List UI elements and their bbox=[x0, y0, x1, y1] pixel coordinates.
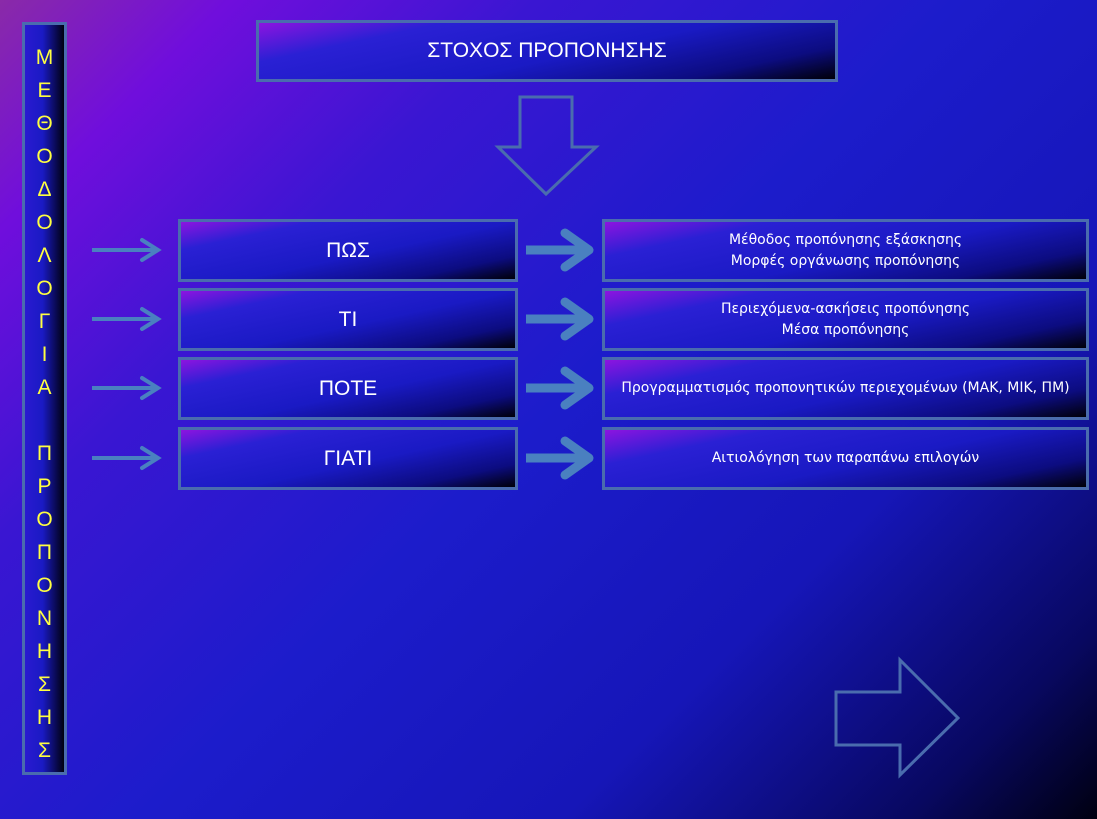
question-box-3: ΓΙΑΤΙ bbox=[178, 427, 518, 490]
side-label-letter: Π bbox=[36, 442, 53, 465]
side-label-letter: Ο bbox=[36, 508, 53, 531]
answer-box-0: Μέθοδος προπόνησης εξάσκησης Μορφές οργά… bbox=[602, 219, 1089, 282]
down-arrow-icon bbox=[494, 95, 600, 197]
side-label-letter: Ο bbox=[36, 211, 53, 234]
question-label: ΓΙΑΤΙ bbox=[323, 446, 373, 470]
side-label-letter: Ο bbox=[36, 574, 53, 597]
answer-line: Μέθοδος προπόνησης εξάσκησης bbox=[728, 231, 963, 248]
side-label-letter: Ο bbox=[36, 277, 53, 300]
side-label-letter: Ρ bbox=[37, 475, 52, 498]
training-goal-title: ΣΤΟΧΟΣ ΠΡΟΠΟΝΗΣΗΣ bbox=[256, 20, 838, 82]
answer-line: Αιτιολόγηση των παραπάνω επιλογών bbox=[711, 450, 980, 466]
small-arrow-icon bbox=[92, 238, 162, 262]
side-label-letter: Θ bbox=[36, 112, 53, 135]
question-box-2: ΠΟΤΕ bbox=[178, 357, 518, 420]
side-label-letter: Σ bbox=[38, 673, 51, 696]
side-label-letter: Ν bbox=[36, 607, 53, 630]
side-label-letter: Δ bbox=[37, 178, 52, 201]
question-label: ΠΩΣ bbox=[326, 238, 370, 262]
answer-line: Περιεχόμενα-ασκήσεις προπόνησης bbox=[720, 300, 971, 317]
answer-box-1: Περιεχόμενα-ασκήσεις προπόνησης Μέσα προ… bbox=[602, 288, 1089, 351]
side-label-letter: Σ bbox=[38, 739, 51, 762]
side-label-letter: Ε bbox=[37, 79, 52, 102]
answer-line: Μορφές οργάνωσης προπόνησης bbox=[730, 252, 961, 269]
question-label: ΤΙ bbox=[338, 307, 358, 331]
small-arrow-icon bbox=[92, 376, 162, 400]
side-label-letter: Ο bbox=[36, 145, 53, 168]
thick-arrow-icon bbox=[526, 228, 594, 272]
side-label-letter: Η bbox=[36, 706, 53, 729]
question-box-0: ΠΩΣ bbox=[178, 219, 518, 282]
thick-arrow-icon bbox=[526, 366, 594, 410]
small-arrow-icon bbox=[92, 307, 162, 331]
side-label-letter: Α bbox=[37, 376, 52, 399]
answer-line: Προγραμματισμός προπονητικών περιεχομένω… bbox=[621, 380, 1070, 396]
answer-box-2: Προγραμματισμός προπονητικών περιεχομένω… bbox=[602, 357, 1089, 420]
title-text: ΣΤΟΧΟΣ ΠΡΟΠΟΝΗΣΗΣ bbox=[427, 39, 667, 62]
side-label-letter: Μ bbox=[35, 46, 54, 69]
thick-arrow-icon bbox=[526, 436, 594, 480]
side-label-letter: Γ bbox=[38, 310, 51, 333]
question-label: ΠΟΤΕ bbox=[318, 376, 378, 400]
question-box-1: ΤΙ bbox=[178, 288, 518, 351]
side-label-letter: Η bbox=[36, 640, 53, 663]
side-label-letter: Π bbox=[36, 541, 53, 564]
thick-arrow-icon bbox=[526, 297, 594, 341]
small-arrow-icon bbox=[92, 446, 162, 470]
answer-line: Μέσα προπόνησης bbox=[781, 321, 910, 338]
side-label-letter: Λ bbox=[37, 244, 52, 267]
next-slide-arrow-icon[interactable] bbox=[0, 0, 961, 779]
side-label-letter: Ι bbox=[41, 343, 48, 366]
answer-box-3: Αιτιολόγηση των παραπάνω επιλογών bbox=[602, 427, 1089, 490]
